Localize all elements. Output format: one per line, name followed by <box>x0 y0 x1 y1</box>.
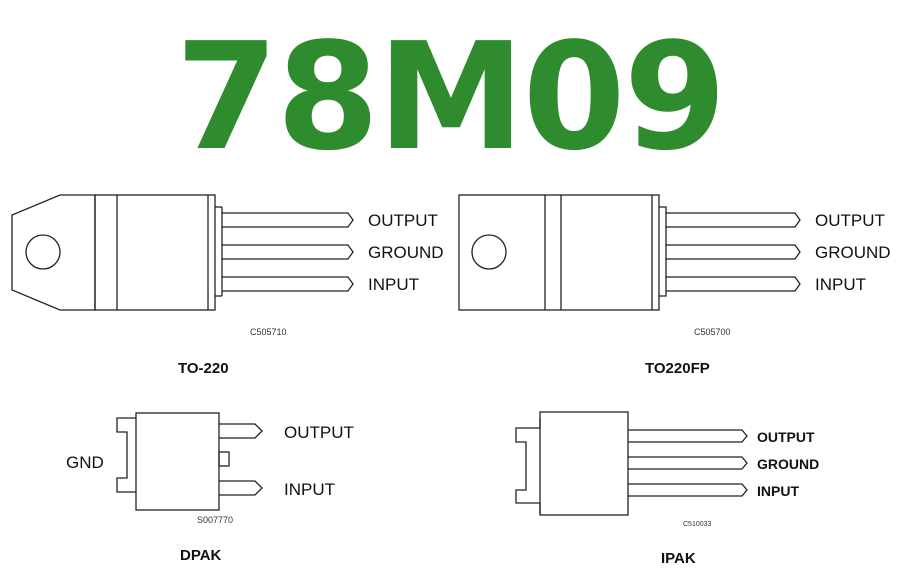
to220fp-package-name: TO220FP <box>645 360 710 377</box>
dpak-pin-input <box>219 480 263 496</box>
dpak-part-code: S007770 <box>197 515 233 525</box>
to220fp-label-ground: GROUND <box>815 243 891 262</box>
ipak-tab <box>515 418 541 514</box>
to220fp-package <box>458 194 801 311</box>
dpak-body <box>135 412 220 511</box>
dpak-pin-output <box>219 423 263 439</box>
dpak-label-gnd: GND <box>66 453 104 472</box>
ipak-package <box>515 411 748 516</box>
to220-pin-ground <box>222 244 354 260</box>
to220-label-ground: GROUND <box>368 243 444 262</box>
to220-pin-output <box>222 212 354 228</box>
ipak-part-code: C510033 <box>683 521 712 528</box>
ipak-label-ground: GROUND <box>757 456 819 472</box>
dpak-tab <box>116 417 136 493</box>
to220-label-output: OUTPUT <box>368 211 438 230</box>
to220-body <box>94 194 216 311</box>
to220fp-part-code: C505700 <box>694 327 731 337</box>
to220-mounting-hole <box>25 234 61 270</box>
ipak-package-name: IPAK <box>661 550 696 567</box>
dpak-package-name: DPAK <box>180 547 222 564</box>
dpak-pin-stub <box>218 451 230 467</box>
page-title: 78M09 <box>175 11 726 183</box>
to220fp-pin-input <box>666 276 801 292</box>
to220-package <box>11 194 354 311</box>
dpak-label-output: OUTPUT <box>284 423 354 442</box>
to220-pin-input <box>222 276 354 292</box>
dpak-label-input: INPUT <box>284 480 335 499</box>
to220-part-code: C505710 <box>250 327 287 337</box>
to220fp-mounting-hole <box>471 234 507 270</box>
to220fp-pin-ground <box>666 244 801 260</box>
to220-label-input: INPUT <box>368 275 419 294</box>
ipak-pin-ground <box>628 456 748 470</box>
to220fp-label-input: INPUT <box>815 275 866 294</box>
to220fp-body <box>458 194 660 311</box>
dpak-package <box>116 412 263 511</box>
ipak-pin-input <box>628 483 748 497</box>
to220-tab <box>11 194 96 311</box>
ipak-pin-output <box>628 429 748 443</box>
ipak-label-output: OUTPUT <box>757 429 815 445</box>
ipak-label-input: INPUT <box>757 483 799 499</box>
to220-package-name: TO-220 <box>178 360 229 377</box>
to220fp-label-output: OUTPUT <box>815 211 885 230</box>
ipak-body <box>539 411 629 516</box>
to220fp-pin-output <box>666 212 801 228</box>
